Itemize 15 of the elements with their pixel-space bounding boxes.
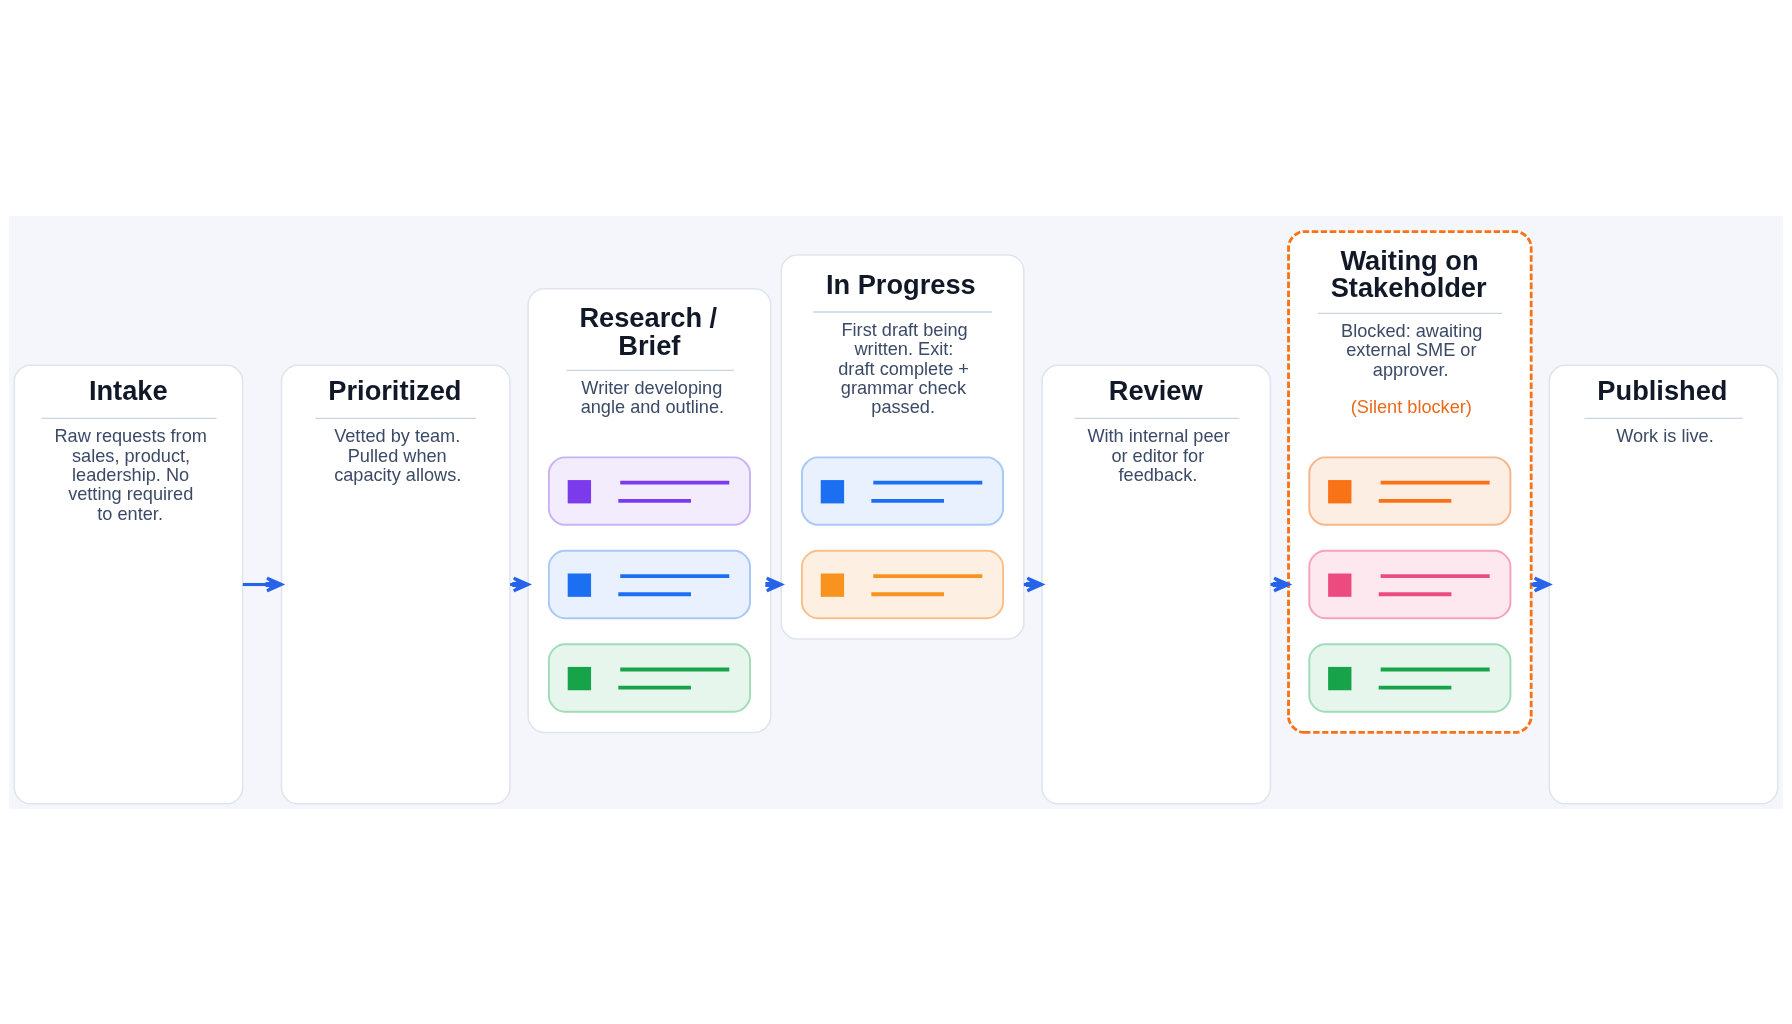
arrow [242, 576, 283, 592]
node-box [800, 549, 1005, 619]
node-box [547, 642, 751, 713]
cluster: Research / Brief Writer developing angle and outline. [527, 287, 772, 733]
arrow [765, 576, 783, 592]
node-box: Intake Raw requests from sales, product, leadership. No vetting required to enter. [13, 363, 244, 805]
node-box [1308, 549, 1512, 619]
cluster: In Progress First draft being written. Exit: draft complete + grammar check passed. [780, 253, 1025, 640]
node-box [1308, 455, 1512, 526]
node-box [1308, 642, 1512, 713]
node-box [547, 455, 751, 526]
node-box: Published Work is live. [1548, 363, 1779, 805]
node-box [547, 549, 751, 619]
node-box: Prioritized Vetted by team. Pulled when capacity allows. [280, 363, 511, 805]
node-box [800, 455, 1005, 526]
